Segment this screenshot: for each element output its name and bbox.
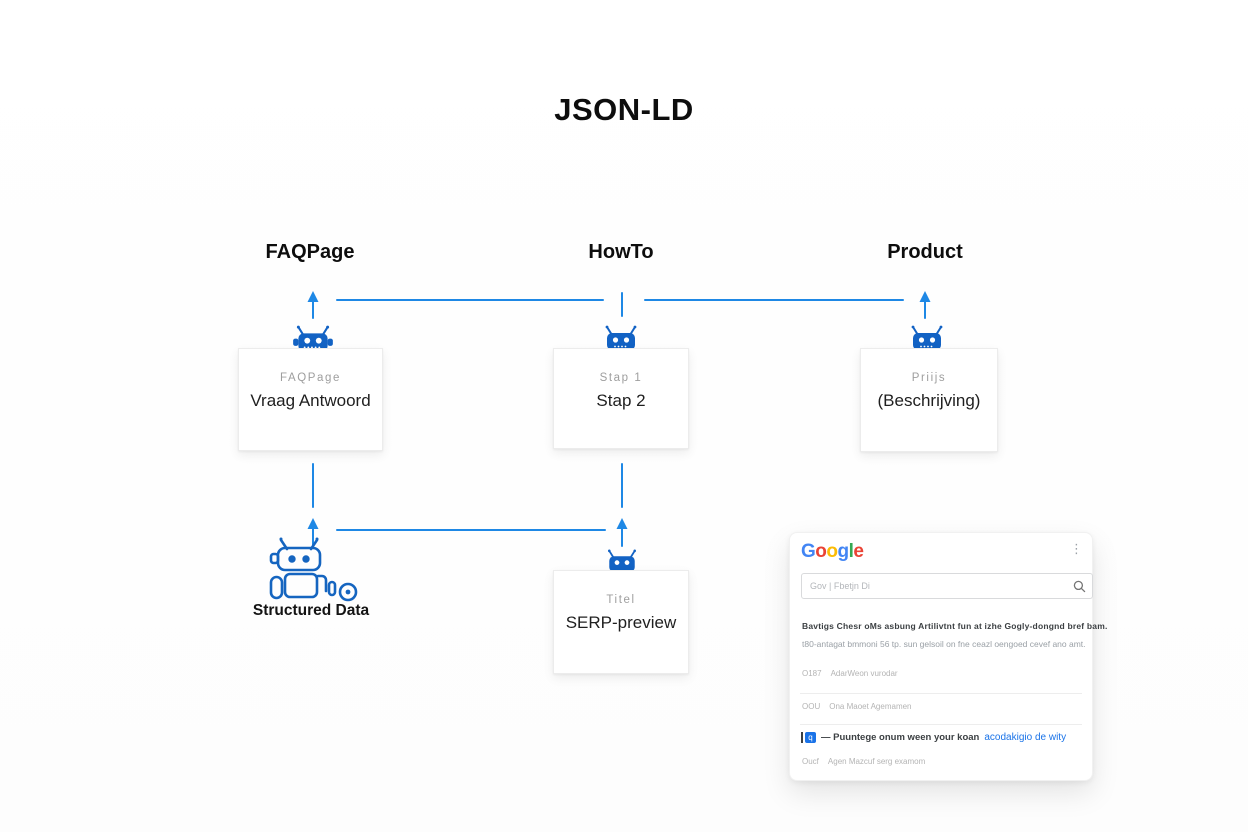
logo-letter: e [853, 541, 864, 562]
robot-crawler-icon [911, 325, 943, 350]
faq-row-text: Ona Maoet Agemamen [829, 702, 912, 711]
robot-crawler-icon [605, 325, 637, 350]
header-product: Product [887, 241, 963, 263]
faqpage-schema-box: FAQPage Vraag Antwoord [238, 348, 383, 451]
google-logo: Google [801, 541, 864, 563]
cursor-bar-icon [801, 732, 803, 743]
result-title: Bavtigs Chesr oMs asbung Artilivtnt fun … [802, 621, 1108, 631]
box-label: FAQPage [279, 372, 342, 384]
robot-crawler-icon [608, 549, 636, 572]
search-input[interactable] [808, 580, 1073, 592]
serp-preview-box: Titel SERP-preview [553, 570, 689, 674]
header-faqpage: FAQPage [265, 241, 355, 263]
header-howto: HowTo [588, 241, 654, 263]
structured-data-robot-icon [269, 537, 358, 602]
faq-row-prefix: O187 [802, 669, 822, 678]
faq-row-prefix: Oucf [802, 757, 819, 766]
result-link[interactable]: acodakigio de wity [984, 732, 1067, 743]
logo-letter: g [837, 541, 850, 562]
logo-letter: G [801, 541, 816, 562]
faq-row: OOU Ona Maoet Agemamen [802, 702, 912, 711]
product-schema-box: Priijs (Beschrijving) [860, 348, 998, 452]
box-text: SERP-preview [565, 613, 677, 632]
box-text: Vraag Antwoord [250, 391, 371, 410]
question-text: — Puuntege onum ween your koan [821, 732, 980, 743]
faq-row-text: Agen Mazcuf serg examom [827, 757, 926, 766]
structured-data-label: Structured Data [252, 602, 370, 619]
box-label: Priijs [911, 372, 947, 384]
faq-row: O187 AdarWeon vurodar [802, 669, 898, 678]
robot-crawler-icon [293, 325, 333, 352]
page-title: JSON-LD [554, 92, 694, 127]
box-label: Stap 1 [599, 372, 643, 384]
faq-row: Oucf Agen Mazcuf serg examom [802, 757, 925, 766]
divider [800, 724, 1082, 725]
kebab-menu-icon[interactable]: ⋮ [1070, 541, 1083, 556]
box-text: (Beschrijving) [877, 391, 981, 410]
box-label: Titel [606, 594, 636, 606]
howto-schema-box: Stap 1 Stap 2 [553, 348, 689, 449]
question-chip-icon: q [805, 732, 816, 743]
faq-row-prefix: OOU [802, 702, 821, 711]
divider [800, 693, 1082, 694]
question-row: q — Puuntege onum ween your koan acodaki… [801, 732, 1066, 743]
logo-letter: l [848, 541, 854, 562]
result-description: t80-antagat bmmoni 56 tp. sun gelsoil on… [802, 639, 1086, 649]
search-icon [1073, 580, 1086, 592]
google-serp-card: Google ⋮ Bavtigs Chesr oMs asbung Artili… [789, 532, 1107, 781]
faq-row-text: AdarWeon vurodar [830, 669, 898, 678]
search-bar [801, 573, 1093, 599]
logo-letter: o [815, 541, 827, 562]
logo-letter: o [826, 541, 838, 562]
box-text: Stap 2 [596, 391, 646, 410]
